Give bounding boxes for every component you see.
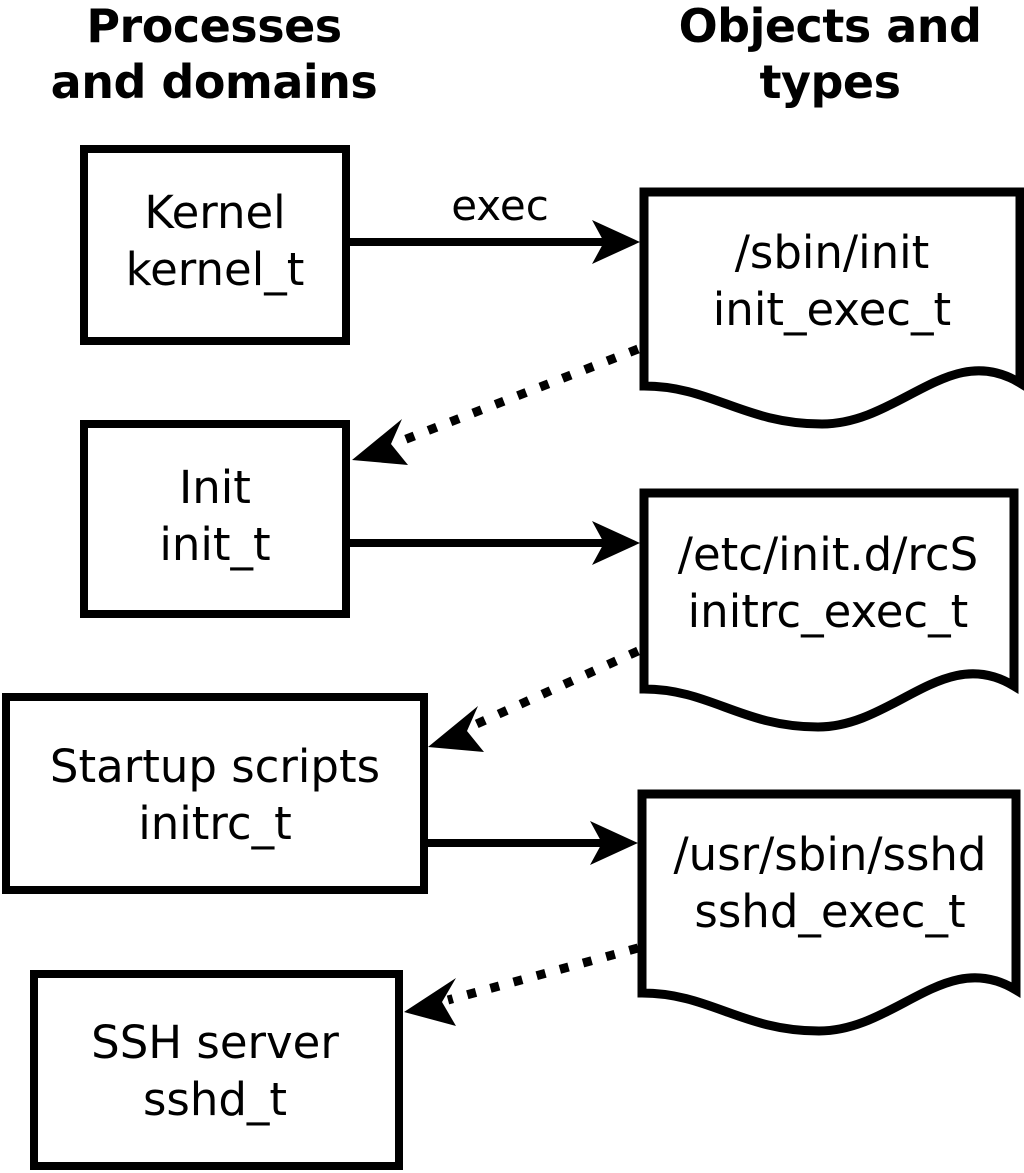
right-column-header-line1: Objects and <box>679 0 982 53</box>
process-node-initrc-line2: initrc_t <box>138 797 292 850</box>
edge-init-to-initrc-exec <box>350 521 640 565</box>
object-node-init-exec[interactable]: /sbin/init init_exec_t <box>639 187 1024 429</box>
process-node-sshd[interactable]: SSH server sshd_t <box>30 970 403 1170</box>
left-column-header-line2: and domains <box>51 55 378 109</box>
edge-sshd-exec-to-sshd-line <box>446 943 640 1005</box>
left-column-header-line1: Processes <box>86 0 341 53</box>
process-node-kernel-box[interactable] <box>80 145 350 345</box>
object-node-sshd-exec[interactable]: /usr/sbin/sshd sshd_exec_t <box>637 789 1021 1036</box>
object-node-sshd-exec-document-shape[interactable] <box>637 789 1021 1036</box>
edge-init-exec-to-init-arrowhead <box>352 419 408 465</box>
process-node-initrc[interactable]: Startup scripts initrc_t <box>2 693 428 894</box>
object-node-init-exec-line2: init_exec_t <box>713 283 951 336</box>
object-node-initrc-exec-line2: initrc_exec_t <box>688 585 969 638</box>
edge-sshd-exec-to-sshd <box>404 943 640 1026</box>
process-node-init[interactable]: Init init_t <box>80 420 350 618</box>
process-node-init-box[interactable] <box>80 420 350 618</box>
edge-kernel-to-init-exec-arrowhead <box>592 220 640 264</box>
edge-initrc-exec-to-initrc-line <box>468 646 640 732</box>
right-column-header-line2: types <box>760 55 901 109</box>
edge-init-to-initrc-exec-arrowhead <box>592 521 640 565</box>
edge-initrc-to-sshd-exec-arrowhead <box>590 821 638 865</box>
process-node-kernel[interactable]: Kernel kernel_t <box>80 145 350 345</box>
process-node-sshd-box[interactable] <box>30 970 403 1170</box>
process-node-init-line2: init_t <box>159 518 270 571</box>
edge-init-exec-to-init-line <box>394 344 640 448</box>
process-node-initrc-box[interactable] <box>2 693 428 894</box>
process-node-initrc-line1: Startup scripts <box>50 740 380 793</box>
process-node-sshd-line1: SSH server <box>91 1016 339 1069</box>
object-node-initrc-exec-document-shape[interactable] <box>639 488 1019 732</box>
edge-initrc-exec-to-initrc <box>428 646 640 752</box>
process-node-kernel-line2: kernel_t <box>126 243 305 296</box>
edge-sshd-exec-to-sshd-arrowhead <box>404 978 456 1026</box>
edge-kernel-to-init-exec: exec <box>350 181 640 264</box>
process-node-sshd-line2: sshd_t <box>143 1073 287 1126</box>
object-node-initrc-exec-line1: /etc/init.d/rcS <box>678 528 978 581</box>
right-column-header: Objects and types <box>679 0 982 109</box>
object-node-sshd-exec-line2: sshd_exec_t <box>694 885 965 938</box>
edge-label-exec: exec <box>451 181 549 230</box>
object-node-init-exec-line1: /sbin/init <box>735 226 930 279</box>
edge-initrc-to-sshd-exec <box>428 821 638 865</box>
object-node-initrc-exec[interactable]: /etc/init.d/rcS initrc_exec_t <box>639 488 1019 732</box>
edge-initrc-exec-to-initrc-arrowhead <box>428 706 484 752</box>
process-node-kernel-line1: Kernel <box>144 186 285 239</box>
left-column-header: Processes and domains <box>51 0 378 109</box>
object-node-sshd-exec-line1: /usr/sbin/sshd <box>674 828 987 881</box>
process-node-init-line1: Init <box>179 461 251 514</box>
object-node-init-exec-document-shape[interactable] <box>639 187 1024 429</box>
edge-init-exec-to-init <box>352 344 640 465</box>
